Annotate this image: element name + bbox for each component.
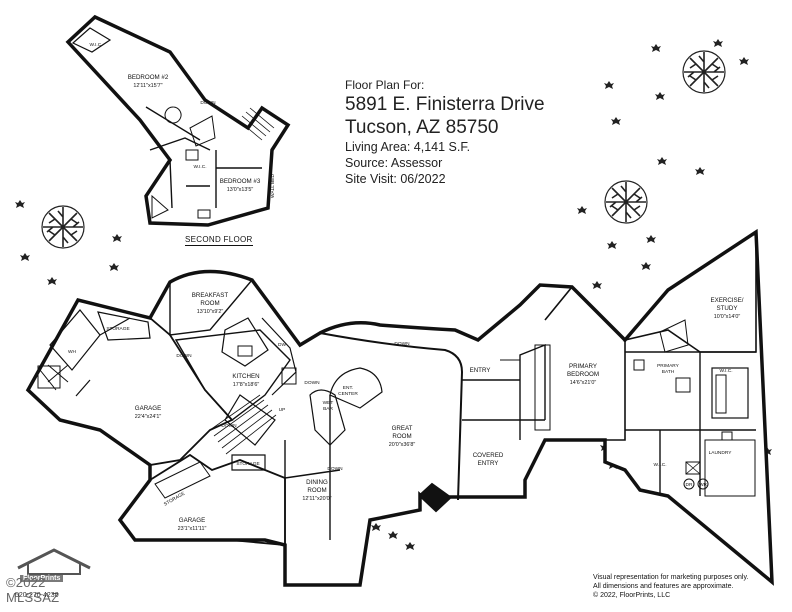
logo-brand: FloorPrints xyxy=(20,575,64,582)
copyright-watermark: ©2022 MLSSAZ xyxy=(6,575,60,605)
wet-bar-label-2: BAR xyxy=(323,406,333,412)
down-label-a: DOWN xyxy=(394,341,410,347)
great-room-dimensions: 20'0"x36'8" xyxy=(389,442,416,448)
up-label: UP xyxy=(279,407,286,413)
garage-1-dimensions: 22'4"x24'1" xyxy=(135,414,162,420)
ent-center-label: ENT. xyxy=(343,385,353,391)
down-label-d: DOWN xyxy=(221,423,237,429)
wic-label-2a: W.I.C. xyxy=(89,42,102,48)
primary-bath-label: PRIMARY xyxy=(657,363,680,369)
primary-bedroom-label-2: BEDROOM xyxy=(567,371,599,378)
down-label-second: DOWN xyxy=(200,100,216,106)
covered-entry-label: COVERED xyxy=(473,452,504,459)
exercise-study-dimensions: 10'0"x14'0" xyxy=(714,314,741,320)
disclaimer-line-3: © 2022, FloorPrints, LLC xyxy=(593,592,671,599)
kitchen-label: KITCHEN xyxy=(232,373,259,380)
floorprints-logo: FloorPrints ©2022 MLSSAZ 520-270-4230 xyxy=(6,548,98,606)
dishwasher-label: DW xyxy=(278,342,286,348)
storage-top-label: STORAGE xyxy=(106,326,129,332)
garage-2-label: GARAGE xyxy=(179,517,205,524)
disclaimer: Visual representation for marketing purp… xyxy=(593,573,748,600)
breakfast-room-label-2: ROOM xyxy=(200,300,219,307)
disclaimer-line-1: Visual representation for marketing purp… xyxy=(593,574,749,581)
garage-2-dimensions: 23'1"x11'11" xyxy=(178,526,207,532)
house-logo-icon xyxy=(17,548,91,575)
ent-center-label-2: CENTER xyxy=(338,391,358,397)
header-source: Source: Assessor xyxy=(345,156,443,170)
floor-plan-header: Floor Plan For: 5891 E. Finisterra Drive… xyxy=(345,78,545,187)
down-label-b: DOWN xyxy=(304,380,320,386)
dining-room-label: DINING xyxy=(306,479,328,486)
header-label: Floor Plan For: xyxy=(345,78,425,92)
primary-bedroom-dimensions: 14'6"x21'0" xyxy=(570,380,597,386)
primary-bedroom-label: PRIMARY xyxy=(569,363,597,370)
breakfast-room-dimensions: 13'10"x9'2" xyxy=(197,309,224,315)
second-floor-plan xyxy=(65,14,291,227)
header-site-visit: Site Visit: 06/2022 xyxy=(345,172,446,186)
bedroom-2-dimensions: 12'11"x15'7" xyxy=(133,83,162,89)
laundry-label: LAUNDRY xyxy=(709,450,733,456)
bedroom-3-label: BEDROOM #3 xyxy=(220,178,261,185)
exercise-study-label: EXERCISE/ xyxy=(710,297,743,304)
bedroom-3-dimensions: 13'0"x13'5" xyxy=(227,187,254,193)
covered-entry-label-2: ENTRY xyxy=(478,460,499,467)
water-heater-label: WH xyxy=(68,349,77,355)
exercise-study-label-2: STUDY xyxy=(717,305,738,312)
down-label-e: DOWN xyxy=(176,353,192,359)
logo-phone: 520-270-4230 xyxy=(15,592,59,599)
bedroom-2-label: BEDROOM #2 xyxy=(128,74,169,81)
storage-mid-label: STORAGE xyxy=(236,461,259,467)
dining-room-label-2: ROOM xyxy=(307,487,326,494)
dining-room-dimensions: 12'11"x20'0" xyxy=(302,496,331,502)
wall-bed-label: WALL BED xyxy=(270,174,276,198)
kitchen-dimensions: 17'8"x18'6" xyxy=(233,382,260,388)
header-street: 5891 E. Finisterra Drive xyxy=(345,94,545,115)
great-room-label: GREAT xyxy=(392,425,413,432)
disclaimer-line-2: All dimensions and features are approxim… xyxy=(593,583,734,590)
down-label-c: DOWN xyxy=(327,466,343,472)
primary-bath-label-2: BATH xyxy=(662,369,675,375)
dryer-label: DR xyxy=(686,482,693,488)
wet-bar-label: WET xyxy=(323,400,334,406)
first-floor-plan xyxy=(25,228,774,587)
garage-1-label: GARAGE xyxy=(135,405,161,412)
wic-lower-label: W.I.C. xyxy=(653,462,666,468)
washer-label: WR xyxy=(699,482,708,488)
great-room-label-2: ROOM xyxy=(392,433,411,440)
header-city: Tucson, AZ 85750 xyxy=(345,117,499,138)
header-living-area: Living Area: 4,141 S.F. xyxy=(345,140,471,154)
breakfast-room-label: BREAKFAST xyxy=(192,292,229,299)
wic-label-2b: W.I.C. xyxy=(193,164,206,170)
wic-primary-label: W.I.C. xyxy=(719,368,732,374)
second-floor-caption: SECOND FLOOR xyxy=(185,235,253,246)
entry-label: ENTRY xyxy=(470,367,491,374)
